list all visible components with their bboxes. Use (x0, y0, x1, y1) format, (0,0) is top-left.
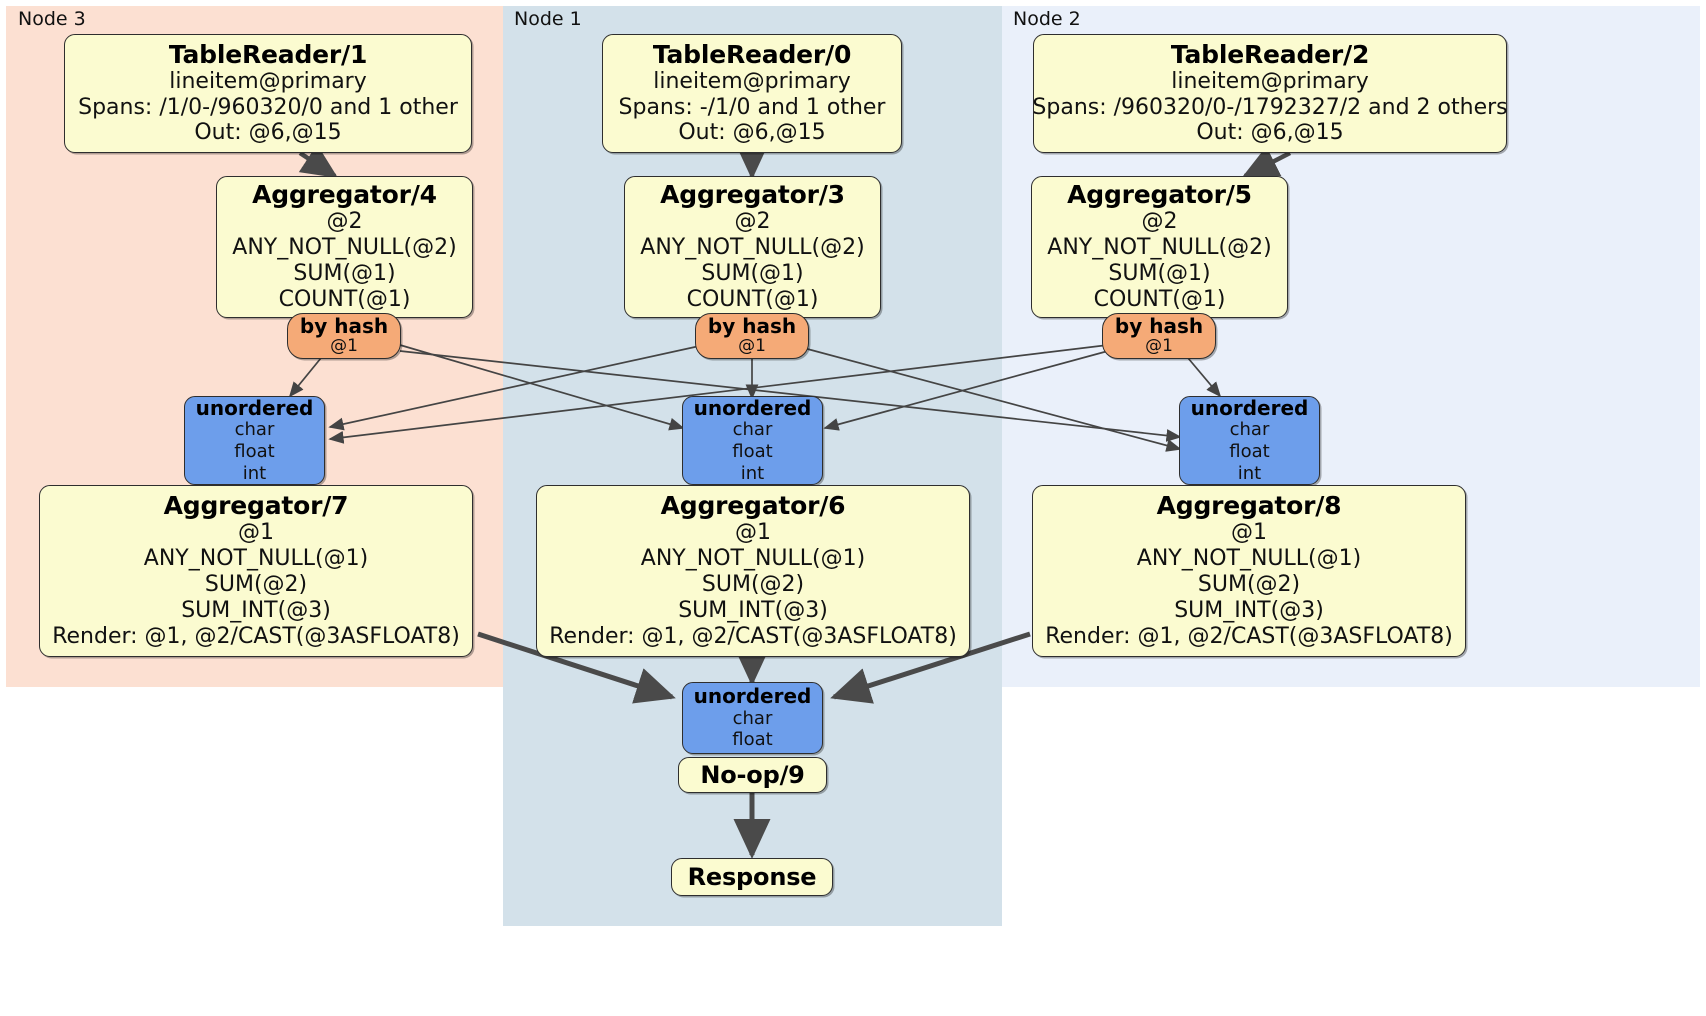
processor-aggfunc: ANY_NOT_NULL(@2) (640, 235, 865, 261)
receiver-title: unordered (195, 395, 314, 420)
receiver-type: float (732, 440, 773, 462)
processor-aggfunc: SUM(@1) (701, 261, 804, 286)
receiver-type: char (234, 419, 275, 441)
router-by-hash-5[interactable]: by hash @1 (1102, 313, 1216, 359)
processor-table: lineitem@primary (169, 68, 367, 94)
node-panel-label-node2: Node 2 (1013, 8, 1081, 30)
processor-group: @2 (326, 209, 363, 235)
router-title: by hash (707, 314, 797, 339)
processor-aggfunc: SUM(@2) (1197, 572, 1301, 598)
processor-table: lineitem@primary (653, 68, 851, 94)
receiver-type: int (242, 462, 267, 484)
processor-title: TableReader/2 (1170, 39, 1370, 69)
processor-table: lineitem@primary (1171, 68, 1369, 94)
receiver-type: float (732, 729, 773, 751)
processor-render: Render: @1, @2/CAST(@3ASFLOAT8) (549, 623, 957, 649)
processor-response[interactable]: Response (671, 858, 833, 896)
processor-aggregator-4[interactable]: Aggregator/4 @2 ANY_NOT_NULL(@2) SUM(@1)… (216, 176, 473, 318)
processor-spans: Spans: /1/0-/960320/0 and 1 other (78, 94, 458, 120)
receiver-title: unordered (1190, 395, 1309, 420)
router-by-hash-4[interactable]: by hash @1 (287, 313, 401, 359)
processor-aggfunc: SUM_INT(@3) (181, 597, 331, 623)
processor-aggfunc: ANY_NOT_NULL(@2) (1047, 235, 1272, 261)
processor-aggfunc: SUM_INT(@3) (678, 597, 828, 623)
processor-aggfunc: COUNT(@1) (1093, 286, 1226, 312)
processor-aggregator-6[interactable]: Aggregator/6 @1 ANY_NOT_NULL(@1) SUM(@2)… (536, 485, 970, 657)
processor-no-op-9[interactable]: No-op/9 (678, 757, 827, 793)
router-by-hash-3[interactable]: by hash @1 (695, 313, 809, 359)
processor-aggfunc: ANY_NOT_NULL(@1) (143, 546, 369, 572)
processor-render: Render: @1, @2/CAST(@3ASFLOAT8) (1045, 623, 1453, 649)
receiver-type: char (732, 707, 773, 729)
receiver-unordered-final[interactable]: unordered char float (682, 682, 823, 754)
processor-aggfunc: ANY_NOT_NULL(@2) (232, 235, 457, 261)
receiver-title: unordered (693, 684, 812, 709)
processor-title: Aggregator/8 (1156, 491, 1342, 521)
processor-aggfunc: SUM(@1) (293, 261, 396, 286)
receiver-unordered-8[interactable]: unordered char float int (1179, 396, 1320, 485)
receiver-unordered-6[interactable]: unordered char float int (682, 396, 823, 485)
receiver-type: int (740, 462, 765, 484)
processor-aggregator-8[interactable]: Aggregator/8 @1 ANY_NOT_NULL(@1) SUM(@2)… (1032, 485, 1466, 657)
receiver-type: int (1237, 462, 1262, 484)
router-column: @1 (1145, 336, 1173, 357)
processor-title: TableReader/1 (168, 39, 368, 69)
processor-aggfunc: ANY_NOT_NULL(@1) (640, 546, 866, 572)
processor-aggregator-7[interactable]: Aggregator/7 @1 ANY_NOT_NULL(@1) SUM(@2)… (39, 485, 473, 657)
processor-aggfunc: COUNT(@1) (278, 286, 411, 312)
receiver-type: float (1229, 440, 1270, 462)
processor-aggfunc: SUM(@1) (1108, 261, 1211, 286)
processor-title: Aggregator/4 (252, 180, 437, 210)
node-panel-label-node1: Node 1 (514, 8, 582, 30)
processor-title: Aggregator/3 (660, 180, 845, 210)
processor-group: @2 (1141, 209, 1178, 235)
processor-title: Aggregator/5 (1067, 180, 1252, 210)
receiver-title: unordered (693, 395, 812, 420)
processor-title: Aggregator/7 (163, 491, 349, 521)
processor-out: Out: @6,@15 (678, 120, 826, 146)
processor-title: No-op/9 (700, 760, 805, 789)
receiver-type: float (234, 440, 275, 462)
processor-aggfunc: SUM_INT(@3) (1174, 597, 1324, 623)
processor-table-reader-1[interactable]: TableReader/1 lineitem@primary Spans: /1… (64, 34, 472, 153)
processor-render: Render: @1, @2/CAST(@3ASFLOAT8) (52, 623, 460, 649)
receiver-unordered-7[interactable]: unordered char float int (184, 396, 325, 485)
processor-title: Response (687, 862, 817, 891)
router-title: by hash (299, 314, 389, 339)
processor-aggfunc: SUM(@2) (701, 572, 805, 598)
receiver-type: char (732, 419, 773, 441)
processor-title: Aggregator/6 (660, 491, 846, 521)
router-column: @1 (738, 336, 766, 357)
router-column: @1 (330, 336, 358, 357)
processor-aggfunc: COUNT(@1) (686, 286, 819, 312)
processor-aggregator-3[interactable]: Aggregator/3 @2 ANY_NOT_NULL(@2) SUM(@1)… (624, 176, 881, 318)
processor-title: TableReader/0 (652, 39, 852, 69)
processor-group: @1 (735, 520, 771, 546)
processor-group: @2 (734, 209, 771, 235)
processor-out: Out: @6,@15 (194, 120, 342, 146)
processor-aggfunc: ANY_NOT_NULL(@1) (1136, 546, 1362, 572)
processor-out: Out: @6,@15 (1196, 120, 1344, 146)
router-title: by hash (1114, 314, 1204, 339)
processor-spans: Spans: /960320/0-/1792327/2 and 2 others (1032, 94, 1508, 120)
processor-table-reader-0[interactable]: TableReader/0 lineitem@primary Spans: -/… (602, 34, 902, 153)
processor-aggfunc: SUM(@2) (204, 572, 308, 598)
processor-aggregator-5[interactable]: Aggregator/5 @2 ANY_NOT_NULL(@2) SUM(@1)… (1031, 176, 1288, 318)
processor-group: @1 (1231, 520, 1267, 546)
node-panel-label-node3: Node 3 (18, 8, 86, 30)
processor-group: @1 (238, 520, 274, 546)
processor-table-reader-2[interactable]: TableReader/2 lineitem@primary Spans: /9… (1032, 34, 1508, 153)
receiver-type: char (1229, 419, 1270, 441)
processor-spans: Spans: -/1/0 and 1 other (618, 94, 886, 120)
